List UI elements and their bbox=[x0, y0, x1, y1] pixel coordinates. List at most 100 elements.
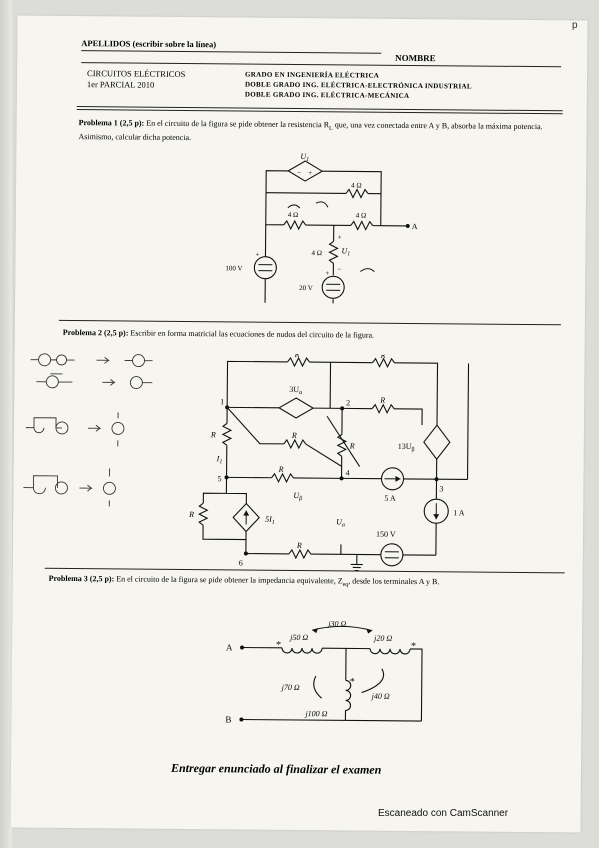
c2-label-r3: R bbox=[379, 396, 385, 405]
problem-2-text: Escribir en forma matricial las ecuacion… bbox=[130, 328, 375, 340]
mesh-arrow-1 bbox=[315, 201, 329, 208]
label-u1: U1 bbox=[300, 152, 309, 163]
v20-plus: + bbox=[325, 269, 329, 277]
c2-node-6: 6 bbox=[239, 558, 243, 567]
degrees-block: GRADO EN INGENIERÍA ELÉCTRICA DOBLE GRAD… bbox=[245, 70, 472, 102]
resistor-mid-left bbox=[283, 219, 307, 231]
inductor-j50 bbox=[281, 647, 323, 654]
terminal-a-dot bbox=[405, 223, 410, 228]
c2-label-r7: R bbox=[278, 465, 284, 474]
exam-page: APELLIDOS (escribir sobre la línea) NOMB… bbox=[10, 15, 588, 833]
rule-p2 bbox=[58, 319, 561, 326]
u1-minus: − bbox=[297, 169, 301, 177]
course-exam: 1er PARCIAL 2010 bbox=[86, 79, 155, 90]
course-block: CIRCUITOS ELÉCTRICOS 1er PARCIAL 2010 bbox=[86, 68, 186, 91]
c2-resistor-2-4 bbox=[336, 433, 348, 457]
exam-footer-note: Entregar enunciado al finalizar el exame… bbox=[170, 760, 382, 777]
problem-3-text: En el circuito de la figura se pide obte… bbox=[116, 574, 343, 586]
c2-label-5a: 5 A bbox=[384, 494, 396, 503]
problem-2-statement: Problema 2 (2,5 p): Escribir en forma ma… bbox=[63, 328, 563, 342]
problem-1-title: Problema 1 (2,5 p): bbox=[78, 118, 145, 128]
c2-label-r5: R bbox=[291, 431, 297, 440]
r-vert-minus: − bbox=[337, 265, 341, 273]
coupling-j70 bbox=[313, 675, 322, 699]
voltage-source-100v bbox=[253, 256, 277, 280]
label-r-mid-right: 4 Ω bbox=[356, 211, 367, 219]
inductor-j100 bbox=[345, 679, 352, 711]
c2-node-4: 4 bbox=[346, 468, 350, 477]
c2-resistor-bottom bbox=[288, 548, 312, 560]
resistor-vertical bbox=[328, 240, 339, 264]
c2-label-i1: I1 bbox=[216, 454, 223, 465]
circuit-2-diagram: R R 3Uα R R R R R R R 13Uβ 5 A 1 A 150 V… bbox=[188, 353, 470, 572]
c2-label-r8: R bbox=[188, 510, 194, 519]
c2-resistor-1-5 bbox=[221, 422, 233, 446]
corner-handwriting: p bbox=[572, 20, 578, 31]
mesh-arrow-3 bbox=[360, 268, 375, 273]
c2-label-3ua: 3Uα bbox=[289, 385, 303, 396]
dependent-source-13ub bbox=[423, 424, 451, 461]
problem-3-title: Problema 3 (2,5 p): bbox=[48, 573, 115, 584]
resistor-top bbox=[345, 188, 369, 199]
c3-label-j40: j40 Ω bbox=[371, 692, 390, 701]
c2-label-5i1: 5I1 bbox=[265, 515, 275, 526]
v100-plus: + bbox=[255, 251, 259, 259]
c3-terminal-a: A bbox=[226, 642, 233, 652]
c2-node-1: 1 bbox=[220, 397, 224, 406]
c2-label-ua: Uα bbox=[336, 517, 346, 528]
voltage-source-150v bbox=[380, 543, 404, 567]
dependent-source-u1 bbox=[287, 160, 324, 182]
c2-label-r9: R bbox=[296, 541, 302, 550]
circuit-3-diagram: A B j30 Ω j50 Ω j20 Ω j70 Ω j40 Ω j100 Ω… bbox=[225, 619, 423, 724]
c2-label-r4: R bbox=[210, 430, 216, 439]
c2-label-13ub: 13Uβ bbox=[398, 442, 415, 453]
c2-resistor-5-4 bbox=[271, 472, 294, 484]
apellidos-line bbox=[81, 50, 382, 54]
problem-3-statement: Problema 3 (2,5 p): En el circuito de la… bbox=[49, 574, 569, 592]
label-20v: 20 V bbox=[299, 284, 313, 292]
label-r-top: 4 Ω bbox=[351, 181, 362, 189]
label-r-vertical: 4 Ω bbox=[311, 249, 322, 257]
c2-label-r2: R bbox=[380, 353, 386, 360]
course-title: CIRCUITOS ELÉCTRICOS bbox=[87, 68, 186, 79]
c2-node-3: 3 bbox=[439, 484, 443, 493]
c2-label-ub: Uβ bbox=[293, 491, 302, 502]
r-vert-plus: + bbox=[338, 233, 342, 241]
label-100v: 100 V bbox=[225, 264, 242, 272]
c2-resistor-diag bbox=[283, 438, 307, 450]
c2-label-r1: R bbox=[294, 353, 300, 359]
label-u1-vertical: U1 bbox=[341, 246, 350, 257]
resistor-mid-right bbox=[350, 220, 374, 231]
c3-dot-1: * bbox=[276, 640, 281, 651]
c3-label-j70: j70 Ω bbox=[281, 683, 300, 692]
inductor-j20 bbox=[369, 648, 411, 655]
c3-dot-2: * bbox=[411, 641, 416, 652]
c3-label-j20: j20 Ω bbox=[373, 634, 392, 643]
camscanner-watermark: Escaneado con CamScanner bbox=[378, 808, 509, 819]
c3-terminal-b: B bbox=[225, 714, 231, 724]
problem-3-text-rest: , desde los terminales A y B. bbox=[348, 576, 440, 587]
c2-label-1a: 1 A bbox=[453, 508, 465, 517]
nombre-label: NOMBRE bbox=[395, 52, 436, 64]
c3-label-j30: j30 Ω bbox=[327, 619, 346, 628]
problem-1-text: En el circuito de la figura se pide obte… bbox=[146, 118, 330, 130]
degree-3: DOBLE GRADO ING. ELÉCTRICA-MECÁNICA bbox=[244, 90, 410, 100]
c2-label-r6: R bbox=[349, 441, 355, 450]
u1-plus: + bbox=[308, 169, 312, 177]
c2-resistor-2-3 bbox=[371, 403, 395, 414]
page-fold-shadow bbox=[0, 0, 12, 848]
label-r-mid-left: 4 Ω bbox=[288, 211, 299, 219]
c2-resistor-top-left bbox=[287, 356, 310, 368]
c2-resistor-left bbox=[197, 502, 209, 526]
handwritten-notes bbox=[23, 353, 153, 507]
coupling-j40 bbox=[361, 668, 385, 694]
voltage-source-20v bbox=[321, 275, 345, 299]
c2-node-2: 2 bbox=[346, 398, 350, 407]
c3-label-j100: j100 Ω bbox=[304, 709, 327, 718]
mesh-arrow-2 bbox=[287, 204, 301, 209]
c2-resistor-top-right bbox=[372, 357, 395, 368]
c3-label-j50: j50 Ω bbox=[289, 633, 308, 642]
c2-node-5: 5 bbox=[217, 474, 221, 483]
problem-1-statement: Problema 1 (2,5 p): En el circuito de la… bbox=[78, 118, 548, 146]
label-terminal-a: A bbox=[412, 222, 418, 231]
